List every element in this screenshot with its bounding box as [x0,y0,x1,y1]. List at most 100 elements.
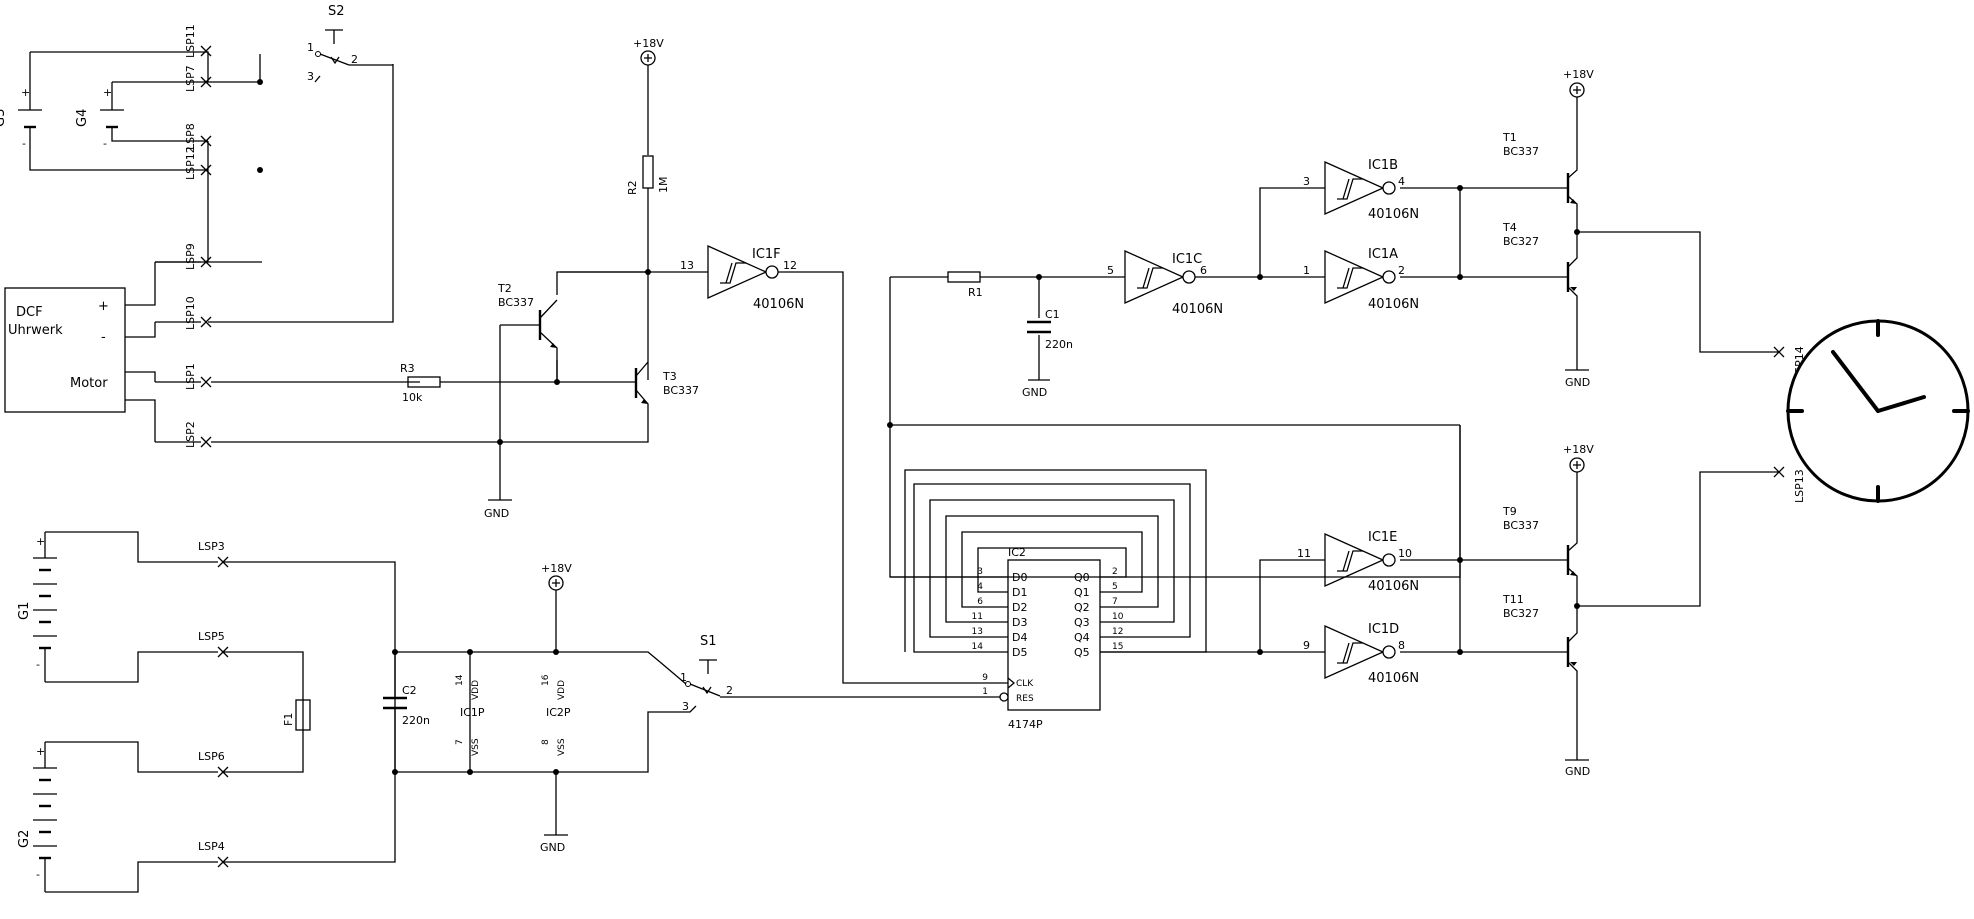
connector-lsp8-label: LSP8 [184,123,197,150]
clock-face: LSP14 LSP13 [1773,319,1970,503]
resistor-r2-ref: R2 [626,180,639,195]
inverter-ic1f: 13 12 IC1F 40106N [680,244,990,684]
resistor-r3: R3 10k [400,362,441,404]
resistor-r1: R1 [947,271,983,299]
inverter-ic1c-in-pin: 5 [1107,264,1114,277]
capacitor-c1: C1 220n GND [1022,308,1073,399]
battery-g4-plus: + [103,86,112,99]
gnd-top-label: GND [1565,376,1590,389]
ic2-q1-num: 5 [1112,582,1118,592]
connector-lsp9-label: LSP9 [184,243,197,270]
transistor-t11-type: BC327 [1503,607,1539,620]
battery-g3: G3 + - [0,86,42,150]
push-pull-bottom: +18V T9 BC337 T11 BC327 GND [1502,443,1780,778]
inverter-ic1a-part: 40106N [1368,297,1419,312]
connector-lsp3-label: LSP3 [198,540,225,553]
ic2-q2-num: 7 [1112,597,1118,607]
ic2-d3-num: 11 [972,612,983,622]
inverter-ic1f-part: 40106N [753,297,804,312]
battery-g2-minus: - [36,868,40,881]
battery-g1-ref: G1 [17,602,32,620]
inverter-ic1e-part: 40106N [1368,579,1419,594]
ic2-q0-num: 2 [1112,567,1118,577]
capacitor-c1-ref: C1 [1045,308,1060,321]
dcf-title-1: DCF [16,305,43,320]
transistor-t2: T2 BC337 [497,282,558,382]
supply-18v-lower-label: +18V [541,562,572,575]
capacitor-c2-ref: C2 [402,684,417,697]
inverter-ic1d-ref: IC1D [1368,622,1399,637]
ic2-q2-name: Q2 [1074,601,1090,614]
inverter-ic1f-out-pin: 12 [783,259,797,272]
ic1p-vdd-pin: 14 [455,674,465,686]
ic2-q1-name: Q1 [1074,586,1090,599]
ic2p-vdd: VDD [557,680,567,700]
push-pull-top: +18V T1 BC337 T4 BC327 GND [1502,68,1780,389]
power-section [45,531,990,893]
ic2-q5-name: Q5 [1074,646,1090,659]
battery-g2: G2 + - [17,742,57,892]
inverter-ic1a-in-pin: 1 [1303,264,1310,277]
ic2-res-name: RES [1016,694,1034,704]
supply-18v-bottom-label: +18V [1563,443,1594,456]
connector-lsp1-label: LSP1 [184,363,197,390]
ic2-d4-name: D4 [1012,631,1027,644]
ic2p-vss-pin: 8 [541,739,551,745]
ic2-d2-name: D2 [1012,601,1027,614]
ic1p-vss-pin: 7 [455,739,465,745]
ic2-res-num: 1 [982,687,988,697]
inverter-ic1a-out-pin: 2 [1398,264,1405,277]
dcf-minus: - [101,330,106,345]
ic2-q3-num: 10 [1112,612,1124,622]
transistor-t2-ref: T2 [497,282,512,295]
ic2-part: 4174P [1008,718,1043,731]
supply-18v-center-label: +18V [633,37,664,50]
capacitor-c2: C2 220n [383,652,430,772]
inverter-ic1f-in-pin: 13 [680,259,694,272]
driver-section [211,65,708,500]
power-pins: 14 VDD IC1P 7 VSS 16 VDD IC2P 8 VSS [455,674,571,756]
resistor-r3-ref: R3 [400,362,415,375]
inverter-ic1c-part: 40106N [1172,302,1223,317]
ic2p-ref: IC2P [546,706,571,719]
battery-g2-ref: G2 [17,830,32,848]
transistor-t3-type: BC337 [663,384,699,397]
transistor-t9-ref: T9 [1502,505,1517,518]
gnd-lower: GND [540,834,568,854]
inverter-ic1d-in-pin: 9 [1303,639,1310,652]
dcf-module: DCF Uhrwerk + - Motor [4,261,201,443]
inverter-ic1e-in-pin: 11 [1297,547,1311,560]
ic2-d5-name: D5 [1012,646,1027,659]
switch-s2-ref: S2 [328,4,345,19]
ic2-d0-name: D0 [1012,571,1027,584]
capacitor-c1-value: 220n [1045,338,1073,351]
ic2p-vdd-pin: 16 [541,674,551,686]
dcf-plus: + [98,299,109,314]
inverter-ic1b-ref: IC1B [1368,158,1398,173]
switch-s2-pin2: 2 [351,53,358,66]
resistor-r2: R2 1M [626,155,670,195]
switch-s2: S2 1 2 3 [307,4,393,83]
connector-lsp10-label: LSP10 [184,296,197,330]
ic2-clk-num: 9 [982,673,988,683]
capacitor-c2-value: 220n [402,714,430,727]
switch-s1-pin1: 1 [680,671,687,684]
dcf-motor: Motor [70,376,108,391]
battery-g4-ref: G4 [75,109,90,127]
gnd-t2: GND [484,499,512,520]
inverter-ic1c-ref: IC1C [1172,252,1202,267]
connector-lsp12-label: LSP12 [184,146,197,180]
inverter-ic1a: 1 2 IC1A 40106N [1303,247,1419,312]
ic2-q5-num: 15 [1112,642,1123,652]
inverter-ic1b: 3 4 IC1B 40106N [1303,158,1419,222]
supply-18v-lower: +18V [541,562,572,591]
ic2-chip: IC2 4174P 3 4 6 11 13 14 D0 D1 D2 D3 D4 … [890,469,1260,731]
transistor-t3: T3 BC337 [634,361,699,420]
inverter-ic1d-part: 40106N [1368,671,1419,686]
switch-s1: S1 1 2 3 [659,634,733,713]
ic2-q4-num: 12 [1112,627,1123,637]
ic2-d5-num: 14 [972,642,984,652]
ic2-d1-num: 4 [977,582,983,592]
transistor-t11-ref: T11 [1502,593,1524,606]
